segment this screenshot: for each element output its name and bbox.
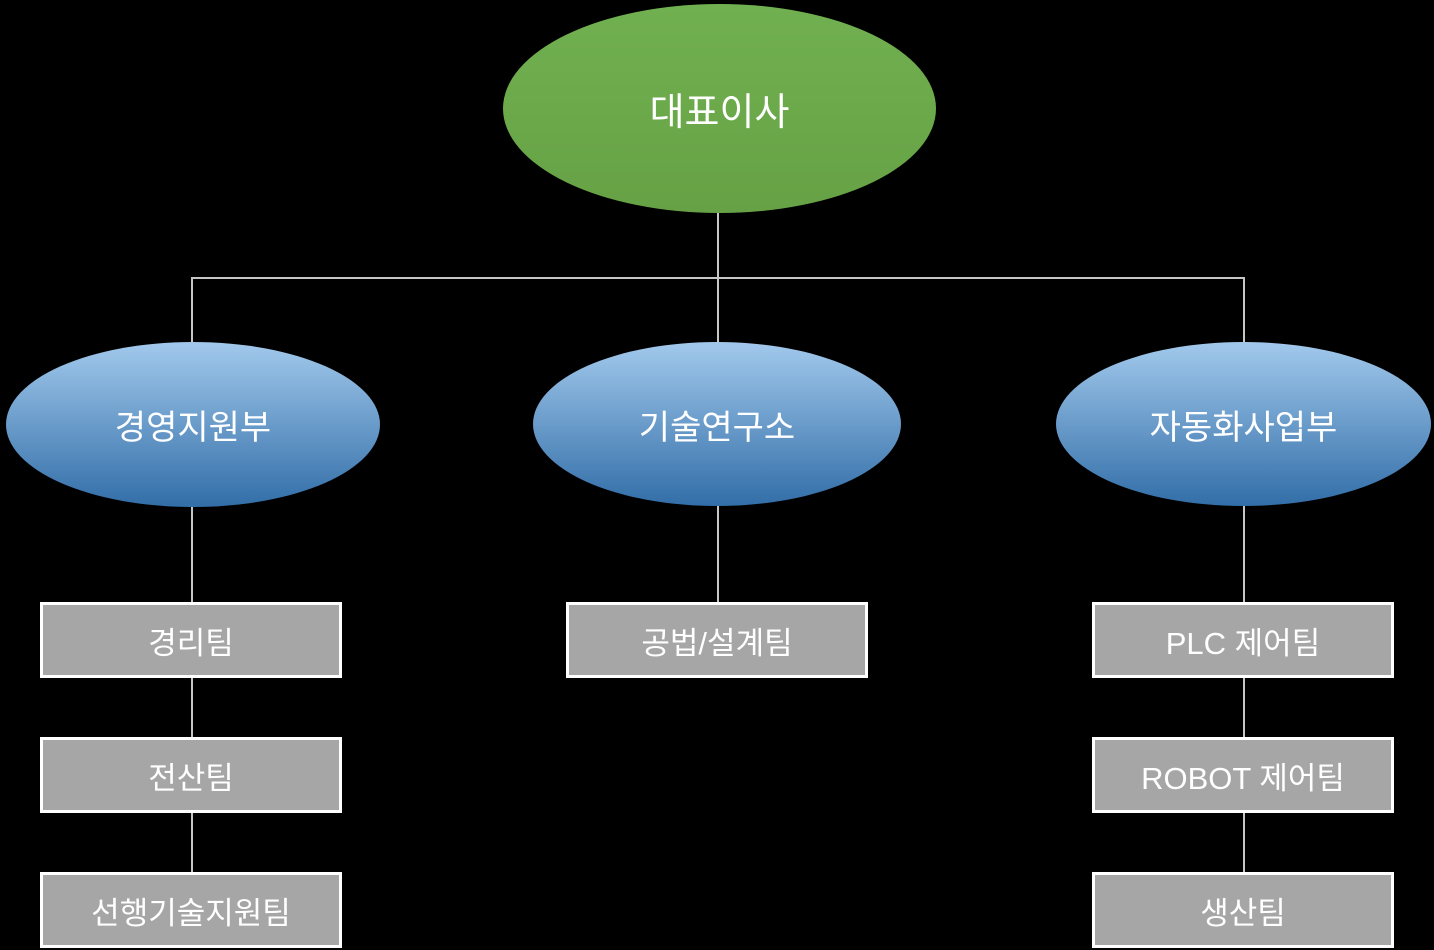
- org-node-dept-label: 기술연구소: [638, 408, 796, 447]
- team-label: ROBOT 제어팀: [1141, 760, 1345, 796]
- org-node-team-accounting: 경리팀: [40, 602, 342, 678]
- org-node-team-it: 전산팀: [40, 737, 342, 813]
- team-label: 전산팀: [148, 760, 234, 796]
- connector-dept-0-to-team: [191, 505, 193, 602]
- connector-root-to-branch-line: [717, 212, 719, 279]
- org-node-team-robot-control: ROBOT 제어팀: [1092, 737, 1394, 813]
- org-node-ceo-label: 대표이사: [649, 92, 790, 134]
- team-label: 공법/설계팀: [641, 625, 793, 661]
- connector-left-team-2-3: [191, 813, 193, 872]
- connector-drop-dept-2: [1243, 279, 1245, 343]
- team-label: 생산팀: [1200, 895, 1286, 931]
- org-node-dept-label: 경영지원부: [114, 409, 272, 447]
- org-node-team-advanced-tech-support: 선행기술지원팀: [40, 872, 342, 948]
- org-node-team-method-design: 공법/설계팀: [566, 602, 868, 678]
- connector-dept-1-to-team: [717, 504, 719, 602]
- org-node-dept-management-support: 경영지원부: [6, 342, 380, 507]
- org-node-team-plc-control: PLC 제어팀: [1092, 602, 1394, 678]
- org-node-dept-label: 자동화사업부: [1149, 408, 1338, 447]
- connector-dept-2-to-team: [1243, 504, 1245, 602]
- team-label: 선행기술지원팀: [91, 895, 291, 931]
- team-label: PLC 제어팀: [1165, 625, 1321, 661]
- connector-drop-dept-1: [717, 279, 719, 343]
- team-label: 경리팀: [148, 625, 234, 661]
- connector-right-team-1-2: [1243, 678, 1245, 737]
- org-node-dept-tech-research: 기술연구소: [533, 342, 901, 506]
- org-node-dept-automation: 자동화사업부: [1056, 342, 1431, 506]
- connector-drop-dept-0: [191, 279, 193, 343]
- org-node-team-production: 생산팀: [1092, 872, 1394, 948]
- org-node-ceo: 대표이사: [503, 4, 936, 213]
- connector-left-team-1-2: [191, 678, 193, 737]
- connector-branch-horizontal-line: [191, 277, 1245, 279]
- connector-right-team-2-3: [1243, 813, 1245, 872]
